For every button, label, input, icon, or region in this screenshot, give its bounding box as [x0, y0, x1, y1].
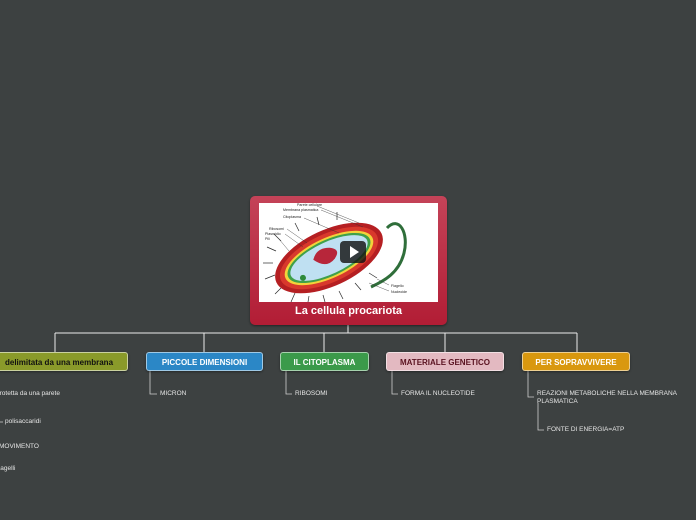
branch-survival[interactable]: PER SOPRAVVIVERE	[522, 352, 630, 371]
label-plasmid: Plasmidio	[265, 232, 281, 236]
leaf-polysaccharides[interactable]: polisaccaridi	[5, 418, 41, 425]
video-play-icon[interactable]	[340, 241, 366, 263]
label-cytoplasm: Citoplasma	[283, 215, 301, 219]
leaf-movement[interactable]: MOVIMENTO	[0, 443, 39, 450]
root-title: La cellula procariota	[295, 305, 402, 317]
root-node[interactable]: Parete cellulare Membrana plasmatica Cit…	[250, 196, 447, 325]
branch-cytoplasm[interactable]: IL CITOPLASMA	[280, 352, 369, 371]
label-nucleoid: Nucleoide	[391, 290, 407, 294]
label-cell-wall: Parete cellulare	[297, 203, 322, 207]
leaf-micron[interactable]: MICRON	[160, 390, 187, 397]
leaf-nucleotide[interactable]: FORMA IL NUCLEOTIDE	[401, 390, 475, 397]
leaf-flagella[interactable]: flagelli	[0, 465, 16, 472]
leaf-ribosomes[interactable]: RIBOSOMI	[295, 390, 328, 397]
branch-small-size[interactable]: PICCOLE DIMENSIONI	[146, 352, 263, 371]
label-plasma-membrane: Membrana plasmatica	[283, 208, 318, 212]
leaf-metabolic-reactions[interactable]: REAZIONI METABOLICHE NELLA MEMBRANA PLAS…	[537, 390, 677, 405]
label-flagellum: Flagello	[391, 284, 404, 288]
branch-membrane[interactable]: delimitata da una membrana	[0, 352, 128, 371]
leaf-protected-by-wall[interactable]: protetta da una parete	[0, 390, 60, 397]
leaf-atp-energy[interactable]: FONTE DI ENERGIA=ATP	[547, 426, 625, 433]
label-ribosomes: Ribosomi	[269, 227, 284, 231]
branch-genetic-material[interactable]: MATERIALE GENETICO	[386, 352, 504, 371]
label-pili: Pili	[265, 237, 270, 241]
bacterium-illustration[interactable]: Parete cellulare Membrana plasmatica Cit…	[259, 203, 438, 302]
